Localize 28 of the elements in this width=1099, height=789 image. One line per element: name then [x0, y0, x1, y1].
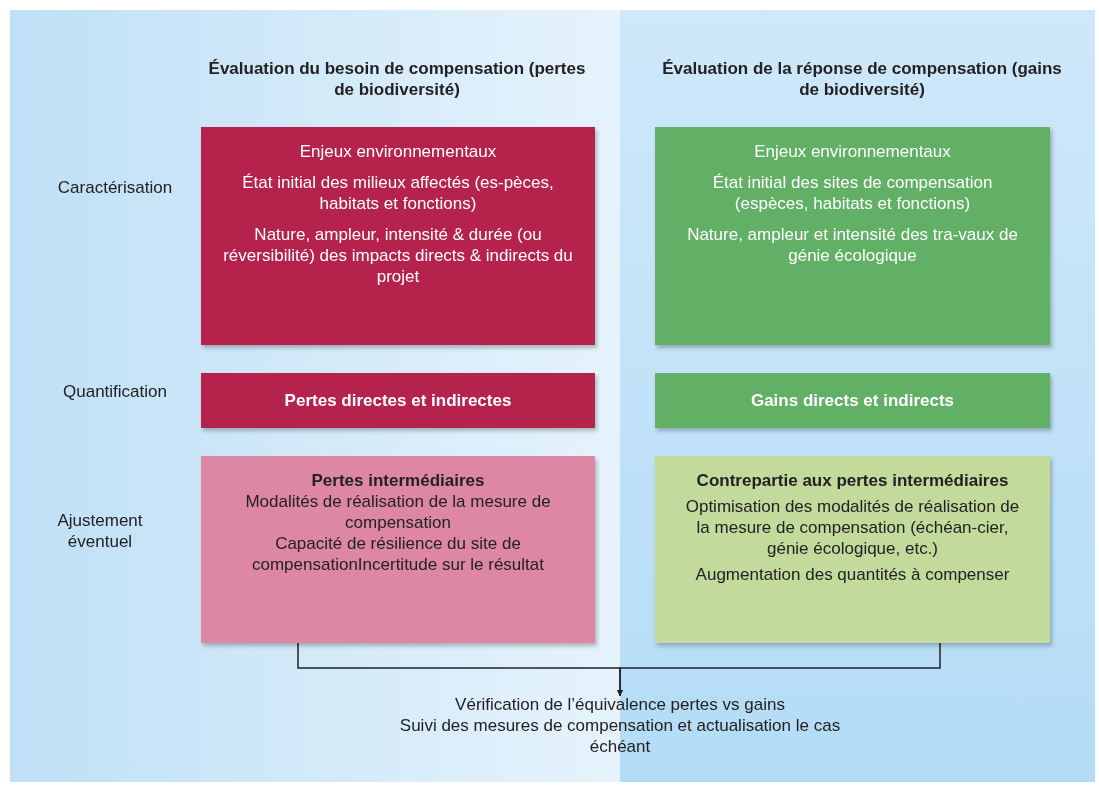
box-text: Capacité de résilience du site de compensationIncertitude sur le résultat — [251, 533, 545, 575]
process-box — [655, 456, 1050, 643]
box-text: Nature, ampleur, intensité & durée (ou réversibilité) des impacts directs & indirects du projet — [223, 224, 573, 287]
process-box — [201, 127, 595, 345]
box-text: État initial des milieux affectés (es-pèces, habitats et fonctions) — [241, 172, 555, 214]
box-text: Modalités de réalisation de la mesure de compensation — [244, 491, 552, 533]
box-text: Enjeux environnementaux — [299, 141, 497, 162]
box-text: Enjeux environnementaux — [754, 141, 951, 162]
box-text: Vérification de l’équivalence pertes vs gains — [455, 693, 785, 715]
box-text: Pertes directes et indirectes — [284, 390, 512, 411]
box-text: État initial des sites de compensation (espèces, habitats et fonctions) — [711, 172, 994, 214]
box-text: Optimisation des modalités de réalisation de la mesure de compensation (échéan-cier, génie écologique, etc.) — [684, 496, 1021, 559]
process-box — [201, 373, 595, 428]
process-box — [655, 127, 1050, 345]
process-box — [201, 456, 595, 643]
column-heading: Évaluation du besoin de compensation (pertes de biodiversité) — [207, 58, 587, 100]
box-heading: Pertes intermédiaires — [311, 470, 485, 491]
process-box — [655, 373, 1050, 428]
box-heading: Contrepartie aux pertes intermédiaires — [696, 470, 1009, 491]
box-text: Gains directs et indirects — [750, 390, 955, 411]
box-text: Augmentation des quantités à compenser — [695, 564, 1010, 585]
row-label: Ajustement éventuel — [56, 510, 144, 552]
row-label: Caractérisation — [56, 177, 174, 198]
row-label: Quantification — [62, 381, 168, 402]
box-text: Suivi des mesures de compensation et actualisation le cas échéant — [398, 714, 842, 757]
box-text: Nature, ampleur et intensité des tra-vaux de génie écologique — [686, 224, 1019, 266]
connector-arrow — [617, 642, 941, 697]
column-heading: Évaluation de la réponse de compensation (gains de biodiversité) — [661, 58, 1063, 100]
